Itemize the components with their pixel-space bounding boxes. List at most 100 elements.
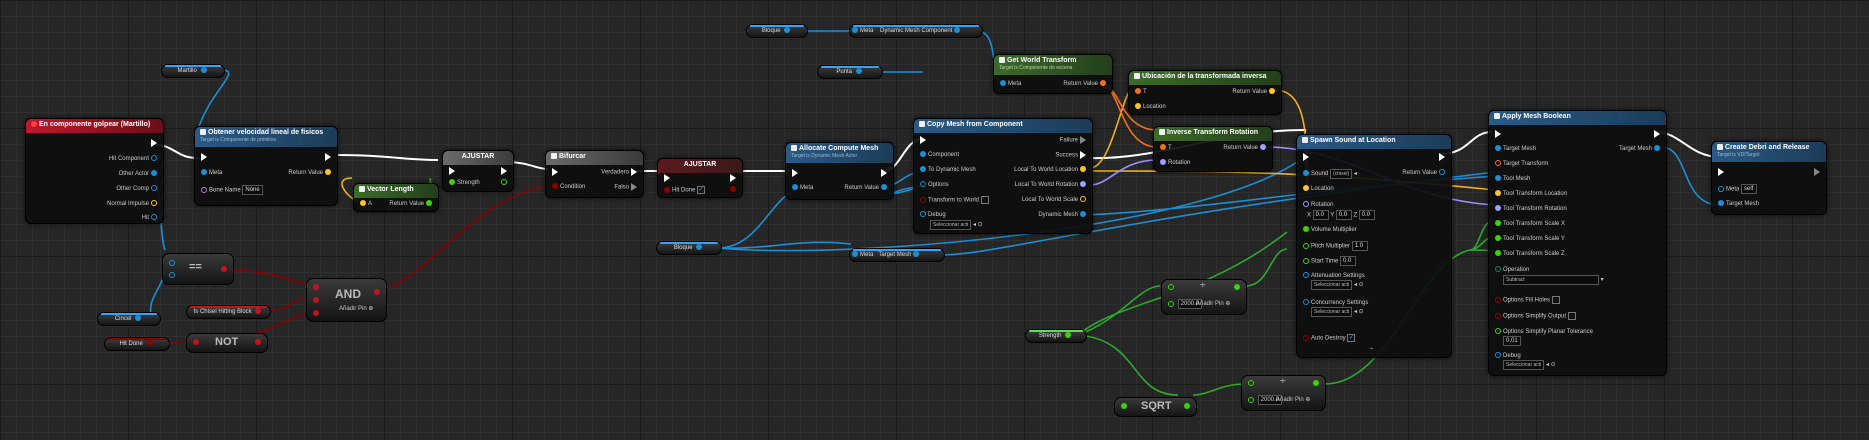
tool-location-pin[interactable]: Tool Transform Location <box>1493 190 1567 198</box>
divide-in-a[interactable] <box>1246 380 1256 388</box>
sound-pin[interactable]: Sound (chisel) ◂ <box>1301 169 1357 179</box>
auto-destroy-pin[interactable]: Auto Destroy ✓ <box>1301 334 1356 343</box>
exec-in-pin[interactable] <box>1493 130 1503 139</box>
return-value-pin[interactable]: Return Value <box>1402 169 1447 177</box>
return-value-pin[interactable]: Return Value <box>1063 80 1108 88</box>
not-in[interactable] <box>191 339 201 347</box>
not-out[interactable] <box>253 339 263 347</box>
divide-in-a[interactable] <box>1166 284 1176 292</box>
target-mesh-out-pin[interactable]: Target Mesh <box>1619 145 1662 153</box>
create-debri-node[interactable]: Create Debri and Release Target is VDITa… <box>1711 141 1827 215</box>
exec-out-pin[interactable] <box>879 169 889 178</box>
other-comp-pin[interactable]: Other Comp <box>116 185 159 193</box>
exec-in-pin[interactable] <box>550 168 560 177</box>
target-mesh-getter[interactable]: Meta Target Mesh <box>849 248 945 262</box>
dynamic-mesh-component-node[interactable]: Meta Dynamic Mesh Component <box>849 24 983 38</box>
a-pin[interactable]: A <box>358 200 372 208</box>
spawn-sound-node[interactable]: Spawn Sound at Location Sound (chisel) ◂… <box>1296 134 1452 358</box>
exec-out-pin[interactable] <box>1812 168 1822 177</box>
tool-scale-z-pin[interactable]: Tool Transform Scale Z <box>1493 250 1565 258</box>
failure-pin[interactable]: Failure <box>1060 136 1088 145</box>
exec-out-pin[interactable] <box>323 153 333 162</box>
hit-done-pin[interactable]: Hit Done ✓ <box>662 186 706 195</box>
exec-out-pin[interactable] <box>499 167 509 176</box>
options-pin[interactable]: Options <box>918 181 949 189</box>
simplify-output-pin[interactable]: Options Simplify Output <box>1493 312 1576 321</box>
set-strength-node[interactable]: AJUSTAR Strength <box>442 150 514 192</box>
exec-in-pin[interactable] <box>918 136 928 145</box>
exec-in-pin[interactable] <box>447 167 457 176</box>
attenuation-pin[interactable]: Attenuation Settings <box>1301 272 1365 280</box>
strength-pin[interactable]: Strength <box>447 179 480 187</box>
transform-to-world-checkbox[interactable] <box>980 196 989 204</box>
meta-pin[interactable]: Meta self <box>1716 184 1758 194</box>
fill-holes-checkbox[interactable] <box>1551 296 1560 304</box>
tool-scale-y-pin[interactable]: Tool Transform Scale Y <box>1493 235 1565 243</box>
meta-pin[interactable]: Meta <box>998 80 1021 88</box>
world-scale-pin[interactable]: Local To World Scale <box>1022 196 1088 204</box>
operation-pin[interactable]: Operation <box>1493 266 1529 274</box>
exec-in-pin[interactable] <box>1716 168 1726 177</box>
start-time-pin[interactable]: Start Time 0.0 <box>1301 256 1357 266</box>
exec-in-pin[interactable] <box>199 153 209 162</box>
exec-out-pin[interactable] <box>1652 130 1662 139</box>
divide-in-b[interactable]: 2000.0 <box>1246 395 1283 405</box>
debug-pin[interactable]: Debug <box>918 211 946 219</box>
return-value-pin[interactable]: Return Value <box>389 200 434 208</box>
target-mesh-pin[interactable]: Target Mesh <box>1716 200 1759 208</box>
result-pin[interactable] <box>219 266 229 274</box>
debug-select[interactable]: Seleccionar acti ◂ ⊙ <box>930 220 983 230</box>
rotation-pin[interactable]: Rotation <box>1158 159 1190 167</box>
event-node[interactable]: En componente golpear (Martillo) Hit Com… <box>25 118 164 224</box>
a-pin[interactable] <box>167 260 177 268</box>
return-value-pin[interactable]: Return Value <box>1223 144 1268 152</box>
inverse-rotation-node[interactable]: Inverse Transform Rotation T Return Valu… <box>1153 126 1273 172</box>
t-pin[interactable]: T <box>1158 144 1172 152</box>
auto-destroy-checkbox[interactable]: ✓ <box>1347 334 1356 342</box>
dynamic-mesh-pin[interactable]: Dynamic Mesh <box>1038 211 1088 219</box>
hit-done-out-pin[interactable] <box>728 186 738 194</box>
sound-select[interactable]: (chisel) <box>1330 169 1353 179</box>
add-pin-button[interactable]: Añadir Pin ⊕ <box>1196 301 1231 307</box>
hit-done-variable[interactable]: Hit Done <box>104 337 170 351</box>
exec-in-pin[interactable] <box>662 174 672 183</box>
debug-pin[interactable]: Debug <box>1493 352 1521 360</box>
and-in-3[interactable] <box>311 310 321 318</box>
fill-holes-pin[interactable]: Options Fill Holes <box>1493 296 1560 305</box>
t-pin[interactable]: T <box>1133 88 1147 96</box>
divide-node-1[interactable]: 2000.0 ÷ Añadir Pin ⊕ <box>1161 279 1247 315</box>
hit-done-checkbox[interactable]: ✓ <box>697 186 706 194</box>
return-value-pin[interactable]: Return Value <box>844 184 889 192</box>
to-dynamic-mesh-pin[interactable]: To Dynamic Mesh <box>918 166 976 174</box>
inverse-location-node[interactable]: Ubicación de la transformada inversa T R… <box>1128 70 1282 115</box>
rotation-inputs[interactable]: X 0.0 Y 0.0 Z 0.0 <box>1307 210 1375 220</box>
rotation-pin[interactable]: Rotation <box>1301 201 1333 209</box>
tool-scale-x-pin[interactable]: Tool Transform Scale X <box>1493 220 1565 228</box>
success-pin[interactable]: Success <box>1055 151 1088 160</box>
and-in-1[interactable] <box>311 284 321 292</box>
exec-out-pin[interactable] <box>1437 153 1447 162</box>
bloque-variable-top[interactable]: Bloque <box>746 24 808 38</box>
strength-variable[interactable]: Strength <box>1025 329 1087 343</box>
apply-mesh-boolean-node[interactable]: Apply Mesh Boolean Target Mesh Target Me… <box>1488 110 1667 376</box>
sqrt-node[interactable]: SQRT <box>1114 397 1197 417</box>
tool-mesh-pin[interactable]: Tool Mesh <box>1493 175 1530 183</box>
target-transform-pin[interactable]: Target Transform <box>1493 160 1548 168</box>
branch-node[interactable]: Bifurcar Verdadero Condition Falso <box>545 150 644 198</box>
punta-variable[interactable]: Punta <box>817 65 883 79</box>
component-pin[interactable]: Component <box>918 151 959 159</box>
start-time-input[interactable]: 0.0 <box>1340 256 1357 266</box>
tolerance-input[interactable]: 0.01 <box>1503 336 1521 346</box>
debug-select[interactable]: Seleccionar acti ◂ ⊙ <box>1503 360 1556 370</box>
other-actor-pin[interactable]: Other Actor <box>119 170 159 178</box>
divide-node-2[interactable]: 2000.0 ÷ Añadir Pin ⊕ <box>1241 375 1326 411</box>
simplify-output-checkbox[interactable] <box>1567 312 1576 320</box>
pitch-pin[interactable]: Pitch Multiplier 1.0 <box>1301 241 1368 251</box>
collapse-arrow-icon[interactable]: ⌃ <box>1369 348 1375 354</box>
world-rotation-pin[interactable]: Local To World Rotation <box>1015 181 1088 189</box>
compare-node[interactable]: == <box>162 253 234 285</box>
and-in-2[interactable] <box>311 297 321 305</box>
location-pin[interactable]: Location <box>1301 185 1334 193</box>
meta-input[interactable]: self <box>1741 184 1758 194</box>
is-chisel-variable[interactable]: Is Chisel Hitting Block <box>186 305 271 319</box>
